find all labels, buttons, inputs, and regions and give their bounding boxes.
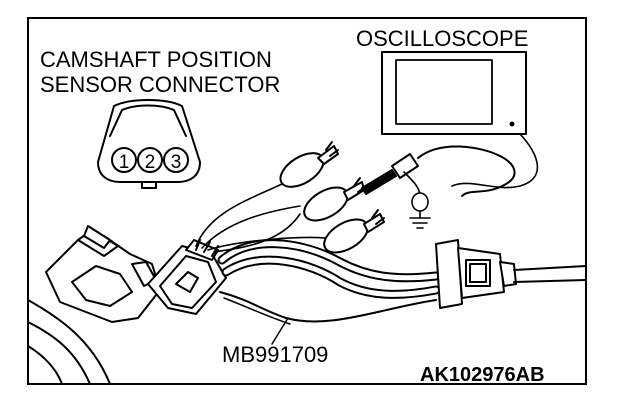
harness-leader-line [271,317,289,345]
harness-cable-main [217,239,441,325]
ground-symbol-icon [409,217,431,229]
engine-body [28,299,111,384]
oscilloscope-device [381,51,527,135]
connector-label-line2: SENSOR CONNECTOR [40,72,280,97]
vehicle-harness [513,265,586,283]
figure-code: AK102976AB [420,364,545,386]
body-side-connector [435,239,517,309]
oscilloscope-input-jack [509,121,515,127]
pin-2 [137,147,163,173]
test-clip-wires [195,183,327,253]
probe-cable [451,125,539,189]
test-clip-3 [323,209,385,254]
harness-label: MB991709 [222,342,328,367]
pin-1 [111,147,137,173]
harness-sensor-connector [147,239,227,315]
pin-2-label: 2 [145,152,156,173]
connector-face [97,99,201,189]
pin-1-label: 1 [119,152,130,173]
pin-3 [163,147,189,173]
test-clip-1 [279,141,339,188]
ground-lead [403,171,429,219]
oscilloscope-probe [361,145,516,197]
connector-label-line1: CAMSHAFT POSITION [40,47,272,72]
pin-3-label: 3 [171,152,182,173]
sensor-housing [45,225,161,323]
oscilloscope-label: OSCILLOSCOPE [356,26,528,51]
